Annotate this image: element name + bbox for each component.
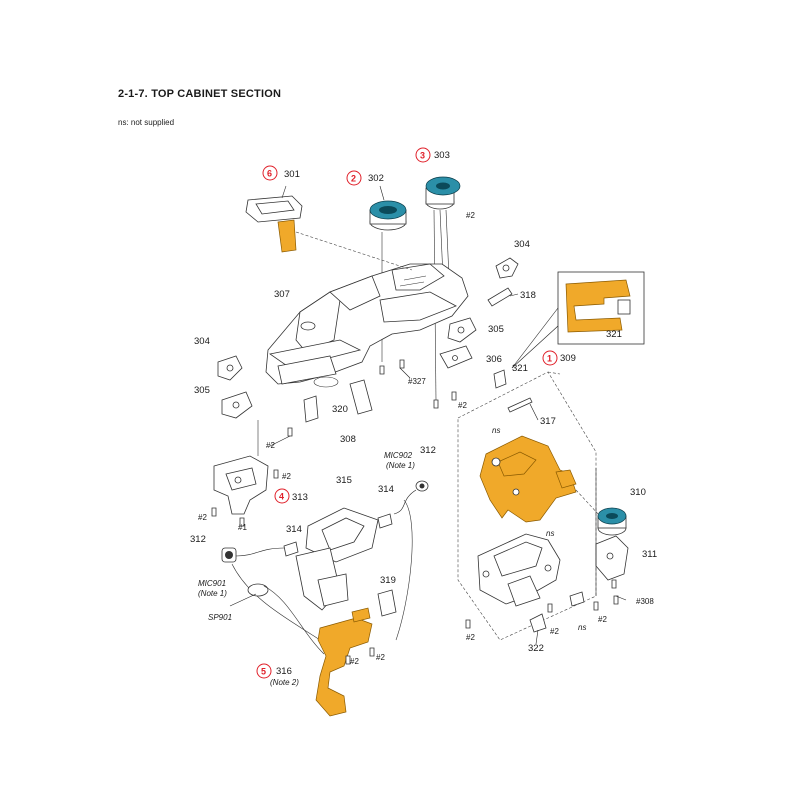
label-306: 306 (486, 354, 502, 365)
label-319: 319 (380, 575, 396, 586)
label-321: 321 (512, 363, 528, 374)
part-307-top-cabinet (265, 263, 469, 385)
part-301-viewfinder (245, 185, 303, 253)
svg-text:1: 1 (547, 354, 552, 364)
label-mic901: MIC901 (198, 579, 226, 588)
screw-label-1a: #1 (238, 523, 247, 532)
label-322: 322 (528, 643, 544, 654)
marker-3: 3 (415, 147, 431, 163)
screw-label-2g: #2 (376, 653, 385, 662)
part-305-bracket-left (221, 391, 253, 419)
part-318-sheet (487, 287, 519, 307)
label-301: 301 (284, 169, 300, 180)
ns-label-b: ns (546, 529, 554, 538)
screw-label-2b: #2 (458, 401, 467, 410)
page-title: 2-1-7. TOP CABINET SECTION (118, 88, 282, 100)
label-307: 307 (274, 289, 290, 300)
marker-5: 5 (256, 663, 272, 679)
part-313-bracket (213, 420, 269, 515)
part-311-bracket (595, 535, 629, 605)
part-302-dial (369, 185, 407, 362)
label-321-inset: 321 (606, 329, 622, 340)
label-mic902-note: (Note 1) (386, 461, 415, 470)
ns-label-c: ns (578, 623, 586, 632)
label-312-left: 312 (190, 534, 206, 545)
part-314-sheet-a (377, 513, 393, 529)
part-321-inset (493, 271, 645, 389)
label-316-note: (Note 2) (270, 678, 299, 687)
screw-label-2d: #2 (282, 472, 291, 481)
screws-313 (211, 469, 279, 527)
ns-label-a: ns (492, 426, 500, 435)
assembly-309-outline (457, 371, 597, 641)
label-314-left: 314 (286, 524, 302, 535)
svg-text:3: 3 (420, 151, 425, 161)
part-306-bracket (439, 345, 473, 369)
svg-text:4: 4 (279, 492, 284, 502)
part-312-mic902 (393, 480, 429, 641)
marker-4: 4 (274, 488, 290, 504)
label-303: 303 (434, 150, 450, 161)
part-320-308-sheets (303, 376, 373, 423)
label-302: 302 (368, 173, 384, 184)
screw-label-2e: #2 (198, 513, 207, 522)
label-311: 311 (642, 549, 657, 560)
marker-1: 1 (542, 350, 558, 366)
part-310-dial (597, 507, 627, 536)
label-mic901-note: (Note 1) (198, 589, 227, 598)
part-317-bar (507, 397, 539, 421)
label-320: 320 (332, 404, 348, 415)
part-309-lower-chassis (477, 533, 561, 607)
legend-note: ns: not supplied (118, 118, 175, 127)
part-322-sheet (529, 613, 547, 633)
label-mic902: MIC902 (384, 451, 413, 460)
part-319-sheet (377, 589, 397, 617)
label-313: 313 (292, 492, 308, 503)
label-315: 315 (336, 475, 352, 486)
label-304-left: 304 (194, 336, 210, 347)
part-304-hook-right (495, 257, 519, 279)
label-318: 318 (520, 290, 536, 301)
part-309-frame-gold (479, 435, 577, 523)
marker-6: 6 (262, 165, 278, 181)
screw-label-2f: #2 (350, 657, 359, 666)
screw-label-327: #327 (408, 377, 426, 386)
screw-label-308: #308 (636, 597, 654, 606)
part-316-flex-board (315, 607, 373, 717)
screw-label-2i: #2 (550, 627, 559, 636)
screws-top (287, 359, 457, 437)
part-305-bracket-right (447, 317, 477, 343)
marker-2: 2 (346, 170, 362, 186)
screw-label-2h: #2 (466, 633, 475, 642)
label-305-left: 305 (194, 385, 210, 396)
label-sp901: SP901 (208, 613, 232, 622)
screw-label-2j: #2 (598, 615, 607, 624)
svg-text:2: 2 (351, 174, 356, 184)
screw-label-2a: #2 (466, 211, 475, 220)
svg-text:5: 5 (261, 667, 266, 677)
part-315-board (295, 507, 379, 611)
svg-text:6: 6 (267, 169, 272, 179)
label-304-right: 304 (514, 239, 530, 250)
label-314-right: 314 (378, 484, 394, 495)
label-308: 308 (340, 434, 356, 445)
part-304-hook-left (217, 355, 243, 381)
screws-right (465, 591, 599, 629)
label-312-top: 312 (420, 445, 436, 456)
screws-316 (345, 647, 375, 665)
part-314-sheet-b (283, 541, 299, 557)
label-317: 317 (540, 416, 556, 427)
part-312-mic901 (221, 547, 321, 641)
label-309: 309 (560, 353, 576, 364)
label-305-right: 305 (488, 324, 504, 335)
label-316: 316 (276, 666, 292, 677)
part-sp901-speaker (247, 583, 325, 655)
label-310: 310 (630, 487, 646, 498)
